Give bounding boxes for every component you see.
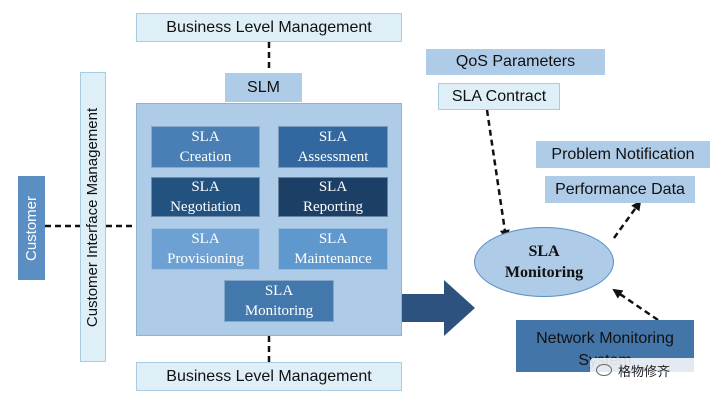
arrow-contract-to-monitoring: [485, 109, 510, 240]
arrow-network-to-monitoring: [612, 288, 659, 322]
watermark: 格物修齐: [590, 358, 698, 382]
business-level-management-bottom: Business Level Management: [136, 362, 402, 391]
sla-monitoring-ellipse: SLA Monitoring: [474, 227, 614, 297]
qos-parameters-box: QoS Parameters: [426, 49, 605, 75]
sla-monitoring-label: SLA Monitoring: [504, 243, 584, 281]
tile-sla-creation: SLA Creation: [151, 126, 260, 168]
business-level-management-top: Business Level Management: [136, 13, 402, 42]
customer-interface-management-box: Customer Interface Management: [80, 72, 106, 362]
watermark-label: 格物修齐: [618, 364, 671, 380]
performance-data-box: Performance Data: [545, 176, 695, 203]
customer-box: Customer: [18, 176, 45, 280]
tile-sla-maintenance: SLA Maintenance: [278, 228, 388, 270]
tile-sla-assessment: SLA Assessment: [278, 126, 388, 168]
customer-interface-management-label: Customer Interface Management: [84, 107, 102, 327]
slm-label: SLM: [225, 73, 302, 102]
tile-sla-reporting: SLA Reporting: [278, 177, 388, 217]
tile-sla-negotiation: SLA Negotiation: [151, 177, 260, 217]
customer-label: Customer: [23, 195, 40, 261]
arrow-monitoring-to-performance: [612, 200, 642, 239]
tile-sla-monitoring: SLA Monitoring: [224, 280, 334, 322]
chat-bubble-icon: [596, 364, 612, 376]
sla-contract-box: SLA Contract: [438, 83, 560, 110]
problem-notification-box: Problem Notification: [536, 141, 710, 168]
tile-sla-provisioning: SLA Provisioning: [151, 228, 260, 270]
